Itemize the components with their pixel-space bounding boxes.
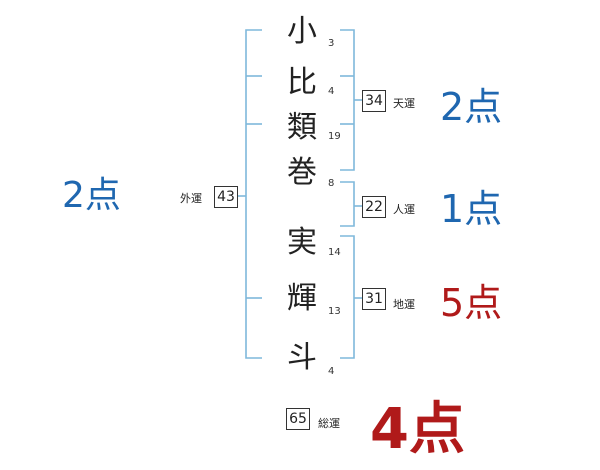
gaiun-bracket — [245, 29, 262, 359]
gaiun-label: 外運 — [180, 192, 202, 205]
stroke-count-1: 3 — [328, 38, 335, 49]
chiun-bracket — [340, 235, 355, 359]
tenun-bracket — [340, 29, 355, 171]
stroke-count-3: 19 — [328, 131, 341, 142]
name-char-4: 巻 — [287, 155, 317, 190]
stroke-count-4: 8 — [328, 178, 335, 189]
chiun-score: 5点 — [440, 281, 503, 325]
souun-score: 4点 — [370, 397, 465, 462]
gaiun-score: 2点 — [62, 175, 121, 216]
souun-label: 総運 — [318, 417, 340, 430]
name-char-7: 斗 — [287, 340, 317, 375]
name-char-5: 実 — [287, 225, 317, 260]
jinun-bracket — [340, 181, 355, 227]
jinun-label: 人運 — [393, 203, 415, 216]
name-char-1: 小 — [287, 14, 317, 49]
tenun-value-box: 34 — [362, 90, 386, 112]
stroke-count-7: 4 — [328, 366, 335, 377]
jinun-score: 1点 — [440, 187, 503, 231]
tenun-label: 天運 — [393, 97, 415, 110]
stroke-count-2: 4 — [328, 86, 335, 97]
tenun-score: 2点 — [440, 85, 503, 129]
name-char-2: 比 — [287, 65, 317, 100]
chiun-label: 地運 — [393, 298, 415, 311]
stroke-count-6: 13 — [328, 306, 341, 317]
jinun-value-box: 22 — [362, 196, 386, 218]
gaiun-value-box: 43 — [214, 186, 238, 208]
name-char-3: 類 — [287, 110, 317, 145]
stroke-count-5: 14 — [328, 247, 341, 258]
souun-value-box: 65 — [286, 408, 310, 430]
chiun-value-box: 31 — [362, 288, 386, 310]
name-char-6: 輝 — [287, 281, 317, 316]
